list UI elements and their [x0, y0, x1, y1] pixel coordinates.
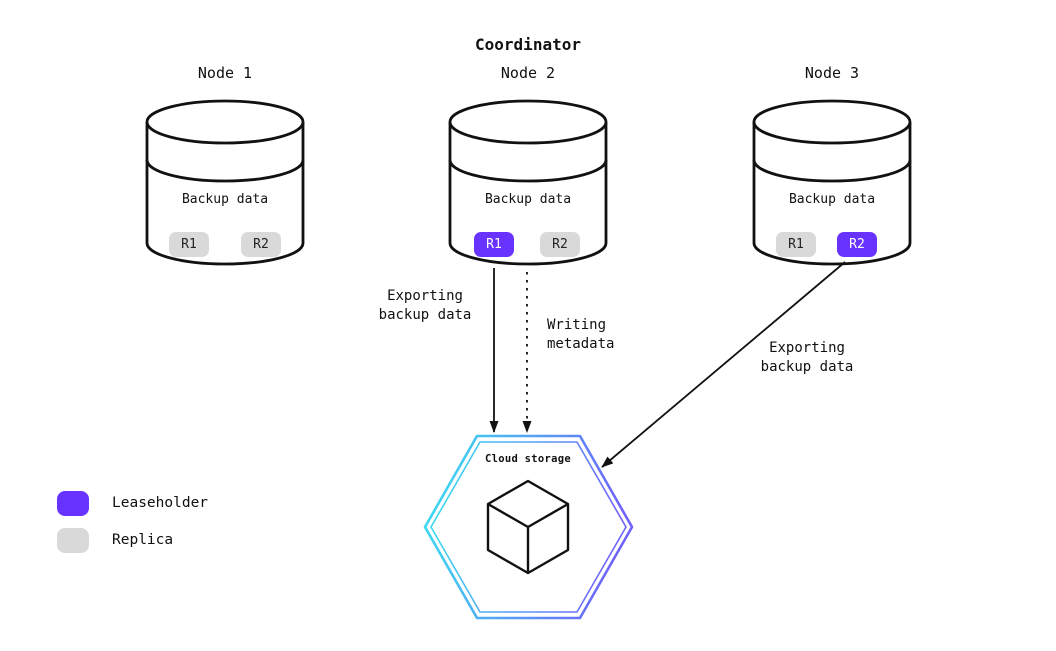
node-1-body-label: Backup data — [181, 192, 269, 207]
node-2-replica-r2-badge: R2 — [540, 232, 580, 257]
node-2-body-label: Backup data — [484, 192, 572, 207]
node-1-replica-r2-badge: R2 — [241, 232, 281, 257]
node-2-label: Node 2 — [500, 64, 556, 82]
node-3-database-cylinder — [752, 99, 912, 266]
node-3-body-label: Backup data — [788, 192, 876, 207]
node-3-leaseholder-r2-badge: R2 — [837, 232, 877, 257]
legend-replica-swatch — [57, 528, 89, 553]
legend-leaseholder-label: Leaseholder — [112, 495, 209, 511]
export-arrow-node3 — [601, 261, 846, 468]
node-3-label: Node 3 — [804, 64, 860, 82]
node-2-leaseholder-r1-badge: R1 — [474, 232, 514, 257]
node-1-replica-r1-badge: R1 — [169, 232, 209, 257]
legend-replica-label: Replica — [112, 532, 174, 548]
cloud-storage-label: Cloud storage — [484, 453, 572, 465]
cube-icon — [486, 479, 570, 575]
node-1-database-cylinder — [145, 99, 305, 266]
node-1-label: Node 1 — [197, 64, 253, 82]
node-3-replica-r1-badge: R1 — [776, 232, 816, 257]
export-arrow-node3-label: Exporting backup data — [760, 340, 854, 375]
coordinator-title: Coordinator — [475, 35, 581, 54]
export-arrow-node2-label: Exporting backup data — [378, 288, 472, 323]
writing-metadata-label: Writing metadata — [547, 317, 615, 352]
node-2-database-cylinder — [448, 99, 608, 266]
legend-leaseholder-swatch — [57, 491, 89, 516]
